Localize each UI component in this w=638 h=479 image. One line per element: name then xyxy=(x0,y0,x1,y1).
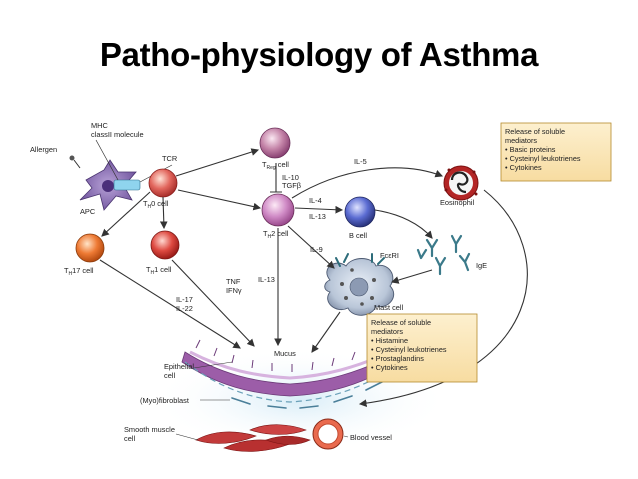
eos-box-line-1: Release of soluble xyxy=(505,127,565,136)
eos-box-line-2: mediators xyxy=(505,136,537,145)
il4-label: IL-4 xyxy=(309,196,322,205)
smooth-muscle-cell-label: cell xyxy=(124,434,135,443)
smooth-muscle-cells xyxy=(195,424,311,452)
il13-label-a: IL-13 xyxy=(309,212,326,221)
th1-label: TH1 cell xyxy=(146,265,172,276)
fceri-label: FcεRI xyxy=(380,251,399,260)
arrow-eos-tissue xyxy=(358,189,528,407)
il17-label: IL-17 xyxy=(176,295,193,304)
arrow-th2-mastcell xyxy=(287,225,335,269)
arrow-th0-treg xyxy=(175,148,260,177)
eosinophil-cell xyxy=(443,165,479,201)
allergen-particle xyxy=(69,155,75,161)
mhc-pointer xyxy=(95,139,119,181)
arrow-th0-th2 xyxy=(177,189,262,211)
mast-box-line-1: Release of soluble xyxy=(371,318,431,327)
il9-label: IL-9 xyxy=(310,245,323,254)
eosinophil-mediators-box: Release of soluble mediators • Basic pro… xyxy=(500,122,612,182)
eos-box-line-4: • Cysteinyl leukotrienes xyxy=(505,154,581,163)
arrow-th0-th1 xyxy=(159,196,168,230)
mast-cell xyxy=(324,253,395,316)
th2-label: TH2 cell xyxy=(263,229,289,240)
eos-box-line-3: • Basic proteins xyxy=(505,145,556,154)
mhc-label: MHC xyxy=(91,121,108,130)
th0-label: TH0 cell xyxy=(143,199,169,210)
blood-vessel-label: Blood vessel xyxy=(350,433,392,442)
arrow-th2-bcell xyxy=(294,205,344,214)
mast-box-line-3: • Histamine xyxy=(371,336,408,345)
th2-cell xyxy=(261,193,295,227)
tgfb-label: TGFβ xyxy=(282,181,301,190)
smooth-muscle-label: Smooth muscle xyxy=(124,425,175,434)
bcell-label: B cell xyxy=(349,231,367,240)
treg-label: TReg cell xyxy=(262,160,289,171)
il5-label: IL-5 xyxy=(354,157,367,166)
smooth-pointer xyxy=(175,433,199,441)
arrow-th2-eosinophil xyxy=(291,167,444,199)
il22-label: IL-22 xyxy=(176,304,193,313)
epithelial-label: Epithelial xyxy=(164,362,194,371)
treg-cell xyxy=(259,127,291,159)
il13-label-b: IL-13 xyxy=(258,275,275,284)
myofibroblasts xyxy=(231,381,383,409)
arrow-th1-epithelium xyxy=(171,259,255,347)
apc-cell xyxy=(73,159,141,211)
arrow-th17-epithelium xyxy=(99,259,241,349)
mhc-classii-label: classII molecule xyxy=(91,130,144,139)
arrow-mast-epithelium xyxy=(311,311,341,353)
b-cell xyxy=(344,196,376,228)
mastcell-mediators-box: Release of soluble mediators • Histamine… xyxy=(366,313,478,383)
apc-label: APC xyxy=(80,207,96,216)
epithelial-pointer xyxy=(193,361,233,369)
il10-label: IL-10 xyxy=(282,173,299,182)
treg-inhibit xyxy=(270,163,282,193)
ifng-label: IFNγ xyxy=(226,286,242,295)
ige-label: IgE xyxy=(476,261,487,270)
th17-label: TH17 cell xyxy=(64,266,94,277)
mast-box-line-2: mediators xyxy=(371,327,403,336)
blood-vessel xyxy=(312,418,344,450)
eos-box-line-5: • Cytokines xyxy=(505,163,542,172)
arrow-ige-mastcell xyxy=(390,269,433,284)
mast-box-line-6: • Cytokines xyxy=(371,363,408,372)
ige-antibodies xyxy=(416,234,471,276)
myofibroblast-label: (Myo)fibroblast xyxy=(140,396,189,405)
tnf-label: TNF xyxy=(226,277,241,286)
vessel-pointer xyxy=(343,435,349,438)
mastcell-label: Mast cell xyxy=(374,303,404,312)
mast-box-line-4: • Cysteinyl leukotrienes xyxy=(371,345,447,354)
arrow-bcell-ige xyxy=(374,209,433,239)
tcr-label: TCR xyxy=(162,154,177,163)
th0-cell xyxy=(148,168,178,198)
eosinophil-label: Eosinophil xyxy=(440,198,474,207)
arrow-th0-th17 xyxy=(101,191,151,237)
slide-title: Patho-physiology of Asthma xyxy=(99,36,539,73)
th1-cell xyxy=(150,230,180,260)
epithelial-cell-label: cell xyxy=(164,371,175,380)
mucus-label: Mucus xyxy=(274,349,296,358)
th17-cell xyxy=(75,233,105,263)
tcr-mhc-complex xyxy=(113,179,141,191)
allergen-label: Allergen xyxy=(30,145,57,154)
mast-box-line-5: • Prostaglandins xyxy=(371,354,424,363)
